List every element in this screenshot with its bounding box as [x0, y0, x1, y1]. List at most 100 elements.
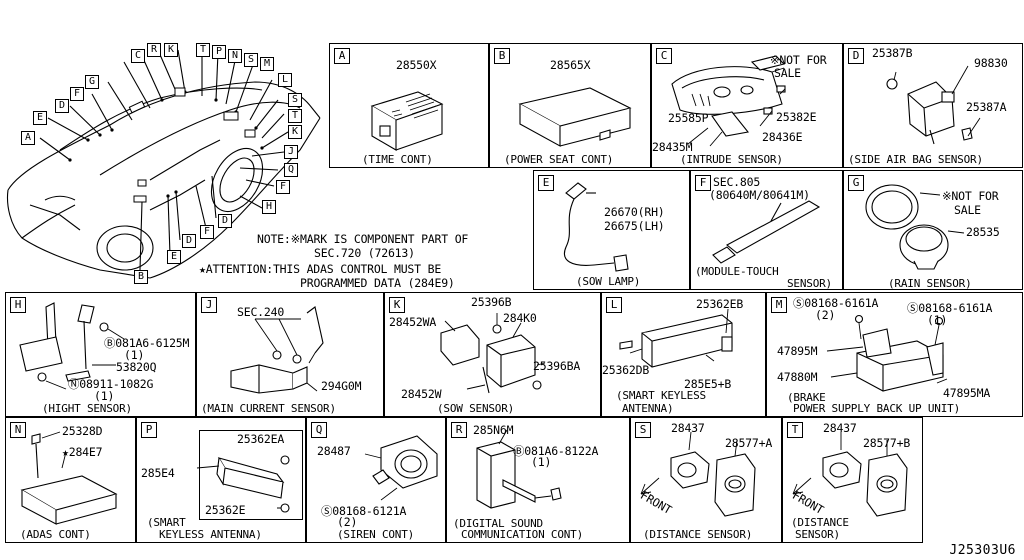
panel-h-hight-sensor[interactable]: H Ⓑ081A6-6125M (1) 53820Q Ⓝ08911-1082G (…	[5, 292, 196, 417]
panel-caption: (MAIN CURRENT SENSOR)	[201, 402, 336, 415]
callout-e2[interactable]: E	[167, 250, 181, 264]
part-number: Ⓢ08168-6121A	[321, 504, 407, 518]
panel-caption: (DIGITAL SOUND	[453, 517, 543, 530]
panel-caption: (SOW LAMP)	[576, 275, 641, 288]
panel-caption: (BRAKE	[787, 391, 826, 404]
rain-sensor-drawing	[865, 184, 965, 270]
module-touch-sensor-drawing	[712, 200, 821, 264]
panel-caption-2: POWER SUPPLY BACK UP UNIT)	[793, 402, 960, 415]
part-number: Ⓝ08911-1082G	[68, 377, 154, 391]
part-number: 28565X	[550, 58, 591, 72]
smart-keyless-antenna-l-drawing	[619, 308, 733, 368]
callout-k2[interactable]: K	[288, 125, 302, 139]
part-number: 47895MA	[943, 386, 991, 400]
panel-caption: (DISTANCE SENSOR)	[643, 528, 753, 541]
panel-letter: F	[695, 175, 711, 191]
part-number: 25396B	[471, 295, 512, 309]
panel-t-distance-sensor[interactable]: T 28437 28577+B FRONT (DISTANCE SENSOR)	[782, 417, 923, 543]
panel-j-main-current-sensor[interactable]: J SEC.240 294G0M (MAIN CURRENT SENSOR)	[196, 292, 384, 417]
part-number: 28452W	[401, 387, 442, 401]
panel-p-smart-keyless-antenna[interactable]: P 25362EA 285E4 25362E (SMART KEYLESS AN…	[136, 417, 306, 543]
side-air-bag-sensor-drawing	[886, 65, 981, 145]
attention-line-1: ★ATTENTION:THIS ADAS CONTROL MUST BE	[199, 262, 442, 276]
note-line-1: NOTE:※MARK IS COMPONENT PART OF	[257, 232, 469, 246]
callout-s2[interactable]: S	[288, 93, 302, 107]
callout-d[interactable]: D	[55, 99, 69, 113]
panel-caption-2: KEYLESS ANTENNA)	[159, 528, 262, 541]
part-number: 28550X	[396, 58, 437, 72]
panel-caption: (HIGHT SENSOR)	[42, 402, 132, 415]
callout-p[interactable]: P	[212, 45, 226, 59]
panel-r-digital-sound-communication-cont[interactable]: R 285N6M Ⓑ081A6-8122A (1) (DIGITAL SOUND…	[446, 417, 630, 543]
callout-r[interactable]: R	[147, 43, 161, 57]
callout-d3[interactable]: D	[182, 234, 196, 248]
callout-a[interactable]: A	[21, 131, 35, 145]
part-number: 53820Q	[116, 360, 157, 374]
panel-letter: J	[201, 297, 217, 313]
callout-k[interactable]: K	[164, 43, 178, 57]
callout-t2[interactable]: T	[288, 109, 302, 123]
siren-cont-drawing	[364, 435, 438, 501]
callout-h[interactable]: H	[262, 200, 276, 214]
part-quantity: (1)	[94, 389, 115, 403]
panel-letter: H	[10, 297, 26, 313]
panel-f-module-touch-sensor[interactable]: F SEC.805 (80640M/80641M) (MODULE-TOUCH …	[690, 170, 843, 290]
adas-cont-drawing	[20, 431, 118, 525]
callout-f[interactable]: F	[70, 87, 84, 101]
panel-letter: A	[334, 48, 350, 64]
part-number: 25328D	[62, 424, 103, 438]
panel-caption: (SIREN CONT)	[337, 528, 415, 541]
callout-b[interactable]: B	[134, 270, 148, 284]
panel-letter: G	[848, 175, 864, 191]
part-number: 26670(RH)	[604, 205, 665, 219]
panel-d-side-air-bag-sensor[interactable]: D 25387B 98830 25387A (SIDE AIR BAG SENS…	[843, 43, 1023, 168]
part-quantity: (2)	[337, 515, 358, 529]
panel-letter: L	[606, 297, 622, 313]
part-number: SEC.805	[713, 175, 761, 189]
panel-c-intrude-sensor[interactable]: C ※NOT FOR SALE 25585P 25382E 28435M 284…	[651, 43, 843, 168]
part-number: 25362EB	[696, 297, 744, 311]
callout-f3[interactable]: F	[200, 225, 214, 239]
callout-m[interactable]: M	[260, 57, 274, 71]
panel-n-adas-cont[interactable]: N 25328D ★284E7 (ADAS CONT)	[5, 417, 136, 543]
attention-line-2: PROGRAMMED DATA (284E9)	[300, 276, 455, 290]
callout-g[interactable]: G	[85, 75, 99, 89]
callout-n[interactable]: N	[228, 49, 242, 63]
callout-q[interactable]: Q	[284, 163, 298, 177]
part-number: SEC.240	[237, 305, 285, 319]
callout-f2[interactable]: F	[276, 180, 290, 194]
callout-c[interactable]: C	[131, 49, 145, 63]
panel-e-sow-lamp[interactable]: E 26670(RH) 26675(LH) (SOW LAMP)	[533, 170, 690, 290]
panel-q-siren-cont[interactable]: Q 28487 Ⓢ08168-6121A (2) (SIREN CONT)	[306, 417, 446, 543]
callout-s[interactable]: S	[244, 53, 258, 67]
panel-b-power-seat-cont[interactable]: B 28565X (POWER SEAT CONT)	[489, 43, 651, 168]
panel-g-rain-sensor[interactable]: G ※NOT FOR SALE 28535 (RAIN SENSOR)	[843, 170, 1023, 290]
panel-s-distance-sensor[interactable]: S 28437 28577+A FRONT (DISTANCE SENSOR)	[630, 417, 782, 543]
callout-e[interactable]: E	[33, 111, 47, 125]
panel-letter: E	[538, 175, 554, 191]
callout-d2[interactable]: D	[218, 214, 232, 228]
part-label-sale: SALE	[774, 66, 801, 80]
panel-m-brake-power-supply-backup-unit[interactable]: M Ⓢ08168-6161A (2) Ⓢ08168-6161A (1) 4789…	[766, 292, 1023, 417]
panel-caption: (ADAS CONT)	[20, 528, 91, 541]
panel-k-sow-sensor[interactable]: K 25396B 28452WA 284K0 25396BA 28452W (S…	[384, 292, 601, 417]
callout-t[interactable]: T	[196, 43, 210, 57]
part-quantity: (2)	[815, 308, 836, 322]
panel-caption: (MODULE-TOUCH	[695, 265, 779, 278]
panel-letter: K	[389, 297, 405, 313]
part-number: 28452WA	[389, 315, 437, 329]
panel-caption: (TIME CONT)	[362, 153, 433, 166]
panel-l-smart-keyless-antenna[interactable]: L 25362EB 25362DB 285E5+B (SMART KEYLESS…	[601, 292, 766, 417]
hight-sensor-drawing	[19, 302, 125, 390]
part-number: 47895M	[777, 344, 818, 358]
part-number: 28435M	[652, 140, 693, 154]
callout-j[interactable]: J	[284, 145, 298, 159]
diagram-id: J25303U6	[949, 543, 1016, 558]
callout-l[interactable]: L	[278, 73, 292, 87]
panel-caption-2: SENSOR)	[787, 277, 832, 290]
note-line-2: SEC.720 (72613)	[314, 246, 415, 260]
panel-a-time-cont[interactable]: A 28550X (TIME CONT)	[329, 43, 489, 168]
panel-caption-2: SENSOR)	[795, 528, 840, 541]
part-number: 28535	[966, 225, 1000, 239]
